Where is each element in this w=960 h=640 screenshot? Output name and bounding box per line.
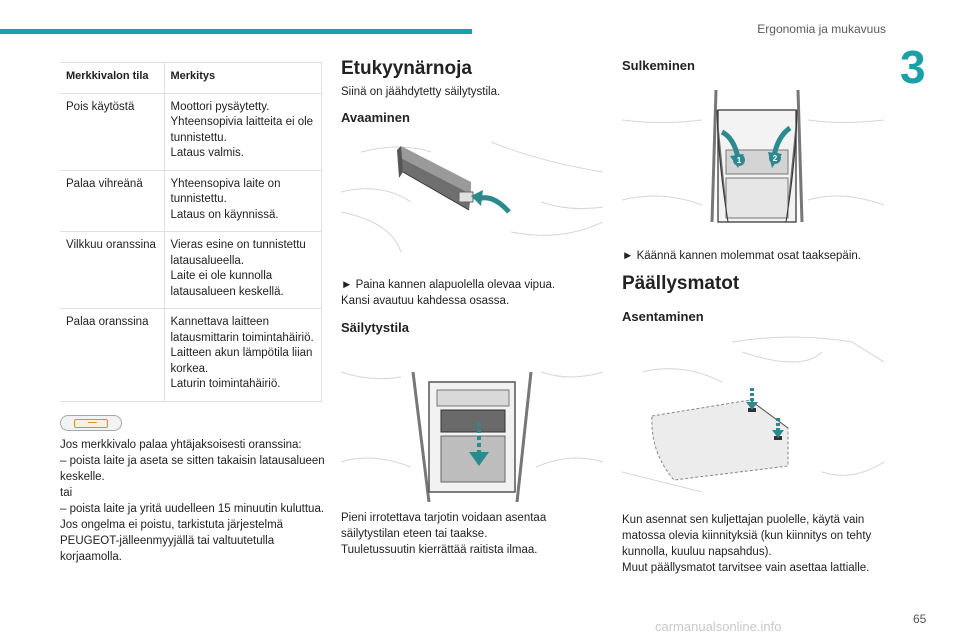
page-number: 65 (913, 612, 927, 626)
table-row: Pois käytöstä Moottori pysäytetty. Yhtee… (60, 92, 322, 170)
opening-illustration (341, 132, 603, 264)
table-cell: Palaa vihreänä (60, 169, 165, 232)
table-row: Vilkkuu oranssina Vieras esine on tunnis… (60, 231, 322, 309)
storage-text: Pieni irrotettava tarjotin voidaan asent… (341, 512, 547, 556)
armrest-title: Etukyynärnoja (341, 58, 472, 79)
storage-title: Säilytystila (341, 320, 409, 335)
table-header-row: Merkkivalon tila Merkitys (60, 62, 322, 93)
indicator-lamp-icon (60, 415, 122, 431)
table-cell: Moottori pysäytetty. Yhteensopivia laitt… (164, 92, 322, 170)
closing-text: ► Käännä kannen molemmat osat taaksepäin… (622, 250, 861, 262)
table-cell: Vieras esine on tunnistettu latausalueel… (164, 231, 322, 309)
mats-title: Päällysmatot (622, 273, 740, 294)
indicator-table: Merkkivalon tila Merkitys Pois käytöstä … (60, 62, 322, 402)
opening-title: Avaaminen (341, 110, 410, 125)
armrest-intro: Siinä on jäähdytetty säilytystila. (341, 86, 501, 98)
table-cell: Pois käytöstä (60, 92, 165, 170)
closing-illustration: 1 2 (622, 80, 884, 228)
table-cell: Yhteensopiva laite on tunnistettu. Latau… (164, 169, 322, 232)
opening-text: ► Paina kannen alapuolella olevaa vipua.… (341, 279, 556, 307)
table-header-cell: Merkitys (164, 62, 322, 93)
install-title: Asentaminen (622, 309, 704, 324)
table-cell: Vilkkuu oranssina (60, 231, 165, 309)
closing-title: Sulkeminen (622, 58, 695, 73)
header-accent-bar (0, 29, 472, 34)
section-title: Ergonomia ja mukavuus (757, 22, 886, 36)
storage-illustration (341, 342, 603, 502)
table-cell: Kannettava laitteen latausmittarin toimi… (164, 308, 322, 401)
step-badge-2: 2 (773, 154, 778, 163)
table-row: Palaa oranssina Kannettava laitteen lata… (60, 308, 322, 401)
table-cell: Palaa oranssina (60, 308, 165, 401)
step-badge-1: 1 (737, 156, 742, 165)
install-text: Kun asennat sen kuljettajan puolelle, kä… (622, 514, 872, 574)
table-header-cell: Merkkivalon tila (60, 62, 165, 93)
orange-lamp-icon (74, 419, 108, 428)
indicator-instructions: Jos merkkivalo palaa yhtäjaksoisesti ora… (60, 437, 330, 565)
watermark-text: carmanualsonline.info (655, 619, 782, 634)
mat-illustration (622, 332, 884, 492)
instructions-text: Jos merkkivalo palaa yhtäjaksoisesti ora… (60, 439, 325, 563)
chapter-number: 3 (900, 41, 926, 93)
table-row: Palaa vihreänä Yhteensopiva laite on tun… (60, 169, 322, 232)
